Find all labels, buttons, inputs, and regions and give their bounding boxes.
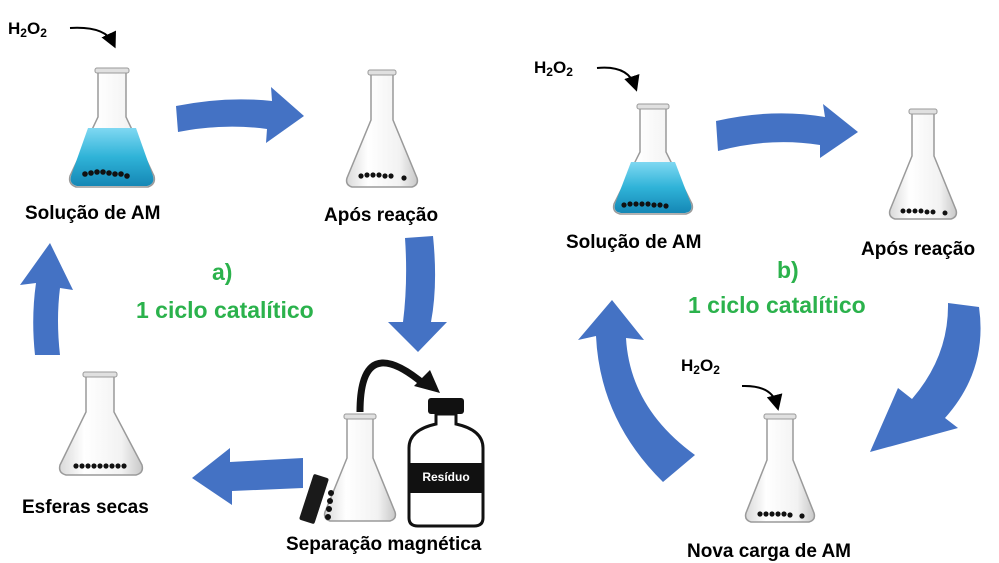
reagent-label-a: H2O2 bbox=[8, 19, 47, 40]
step-label-dry-beads-a: Esferas secas bbox=[22, 497, 149, 518]
cycle-arrow-a-left bbox=[20, 243, 73, 355]
reagent-label-b-top: H2O2 bbox=[534, 58, 573, 79]
h2o2-arrow-b-bottom bbox=[741, 384, 783, 411]
step-label-after-reaction-a: Após reação bbox=[324, 205, 439, 226]
catalyst-beads bbox=[325, 490, 334, 520]
flask-dry-beads-a bbox=[58, 371, 144, 476]
h2o2-arrow-b-top bbox=[596, 66, 640, 92]
catalyst-beads bbox=[73, 463, 127, 469]
flask-solution-b bbox=[612, 103, 694, 215]
step-label-after-reaction-b: Após reação bbox=[861, 239, 976, 260]
magnet bbox=[299, 474, 329, 524]
cycle-arrow-b-right bbox=[870, 303, 981, 452]
step-label-solution-b: Solução de AM bbox=[566, 232, 702, 253]
cycle-label-a: 1 ciclo catalítico bbox=[136, 297, 314, 323]
flask-new-load-b bbox=[744, 413, 816, 523]
cycle-label-b: 1 ciclo catalítico bbox=[688, 292, 866, 318]
catalyst-beads bbox=[900, 208, 948, 216]
cycle-arrow-b-left bbox=[578, 300, 695, 482]
waste-bottle-label: Resíduo bbox=[422, 470, 470, 484]
catalyst-beads bbox=[757, 511, 805, 519]
flask-solution-a bbox=[68, 67, 156, 188]
flask-after-reaction-a bbox=[345, 69, 419, 188]
h2o2-arrow-a bbox=[69, 26, 116, 49]
reagent-label-b-bottom: H2O2 bbox=[681, 356, 720, 377]
cycle-arrow-b-top bbox=[716, 104, 858, 158]
flask-magnetic-separation-a bbox=[299, 413, 397, 524]
panel-label-a: a) bbox=[212, 259, 233, 285]
panel-label-b: b) bbox=[777, 257, 799, 283]
catalyst-beads bbox=[82, 169, 130, 179]
waste-bottle bbox=[407, 398, 485, 528]
catalyst-beads bbox=[358, 172, 407, 181]
step-label-solution-a: Solução de AM bbox=[25, 203, 161, 224]
cycle-arrow-a-top bbox=[176, 87, 304, 143]
flask-after-reaction-b bbox=[888, 108, 958, 220]
step-label-magnetic-separation-a: Separação magnética bbox=[286, 534, 482, 555]
cycle-arrow-a-bottom bbox=[192, 448, 303, 505]
catalyst-beads bbox=[621, 201, 669, 209]
step-label-new-load-b: Nova carga de AM bbox=[687, 541, 852, 562]
cycle-arrow-a-right bbox=[388, 236, 447, 352]
waste-transfer-arrow bbox=[356, 359, 428, 413]
